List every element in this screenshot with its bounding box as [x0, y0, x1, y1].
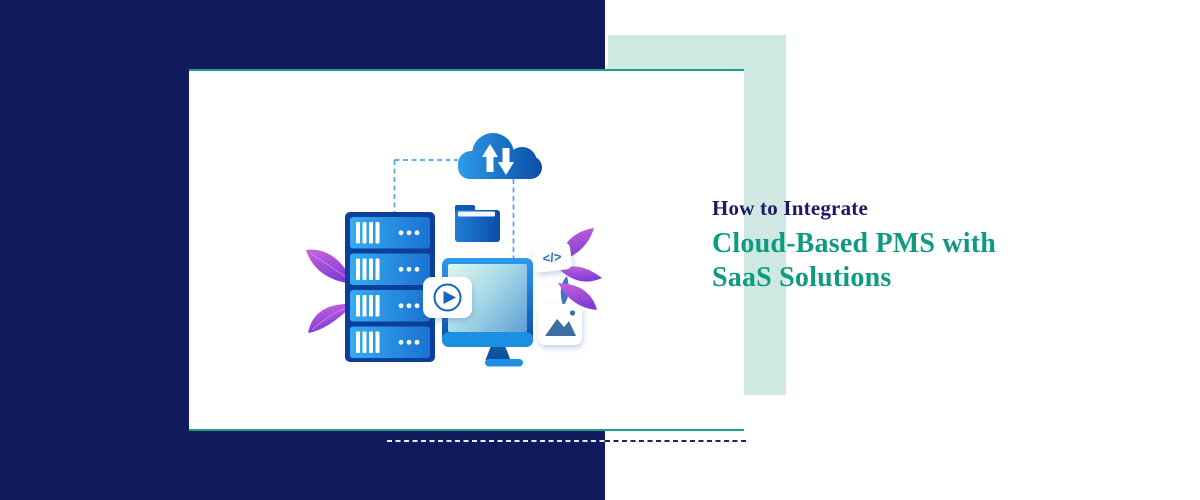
upload-arrow-icon [482, 144, 498, 172]
code-icon: </> [532, 242, 572, 273]
server-rack-icon [345, 212, 435, 362]
dashed-divider-on-white [605, 440, 747, 442]
download-arrow-icon [498, 148, 514, 175]
banner-title-line1: Cloud-Based PMS with [712, 228, 997, 259]
illustration-card [189, 69, 744, 431]
dashed-connector [393, 159, 515, 260]
dashed-divider-on-navy [387, 440, 605, 442]
code-icon-glyph: </> [542, 249, 563, 266]
image-icon [538, 304, 582, 345]
banner-titles: How to Integrate Cloud-Based PMS with Sa… [712, 196, 1072, 295]
play-button-icon [423, 277, 472, 318]
folder-icon [455, 205, 500, 242]
cloud-server-illustration: </> [306, 133, 602, 367]
banner-pretitle: How to Integrate [712, 196, 868, 220]
banner-title-line2: SaaS Solutions [712, 262, 892, 293]
cloud-sync-icon [458, 133, 542, 179]
